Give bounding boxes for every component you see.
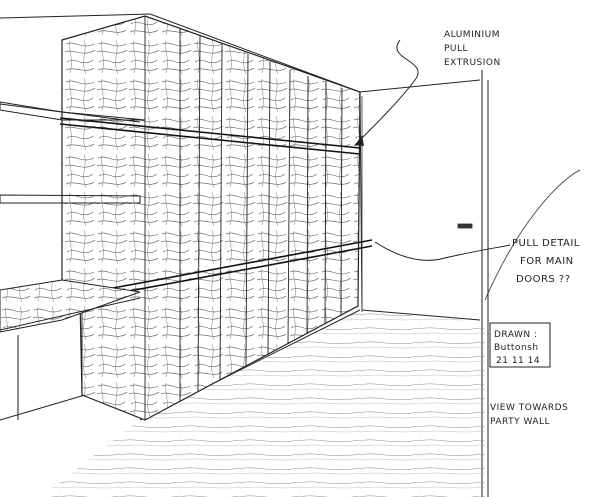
main-door bbox=[361, 96, 473, 312]
view-note-line-1: VIEW TOWARDS bbox=[490, 403, 568, 413]
annotation-pull-extrusion: ALUMINIUM PULL EXTRUSION bbox=[354, 30, 501, 146]
door-handle-icon bbox=[457, 223, 473, 229]
annotation-line-3: DOORS ?? bbox=[516, 274, 571, 285]
annotation-line-1: ALUMINIUM bbox=[444, 30, 500, 40]
annotation-line-2: FOR MAIN bbox=[520, 256, 574, 267]
stamp-line-1: DRAWN : bbox=[494, 330, 538, 340]
view-note-line-2: PARTY WALL bbox=[490, 417, 550, 427]
drawn-stamp: DRAWN : Buttonsh 21 11 14 bbox=[489, 322, 551, 368]
aluminium-pull-extrusion bbox=[59, 117, 373, 303]
annotation-line-2: PULL bbox=[444, 44, 468, 54]
stamp-line-2: Buttonsh bbox=[494, 343, 539, 353]
annotation-line-1: PULL DETAIL bbox=[512, 238, 580, 249]
open-shelving bbox=[0, 101, 146, 420]
stamp-line-3: 21 11 14 bbox=[496, 356, 540, 366]
annotation-line-3: EXTRUSION bbox=[444, 58, 501, 68]
annotation-pull-detail: PULL DETAIL FOR MAIN DOORS ?? bbox=[374, 169, 581, 301]
view-note: VIEW TOWARDS PARTY WALL bbox=[490, 403, 568, 427]
